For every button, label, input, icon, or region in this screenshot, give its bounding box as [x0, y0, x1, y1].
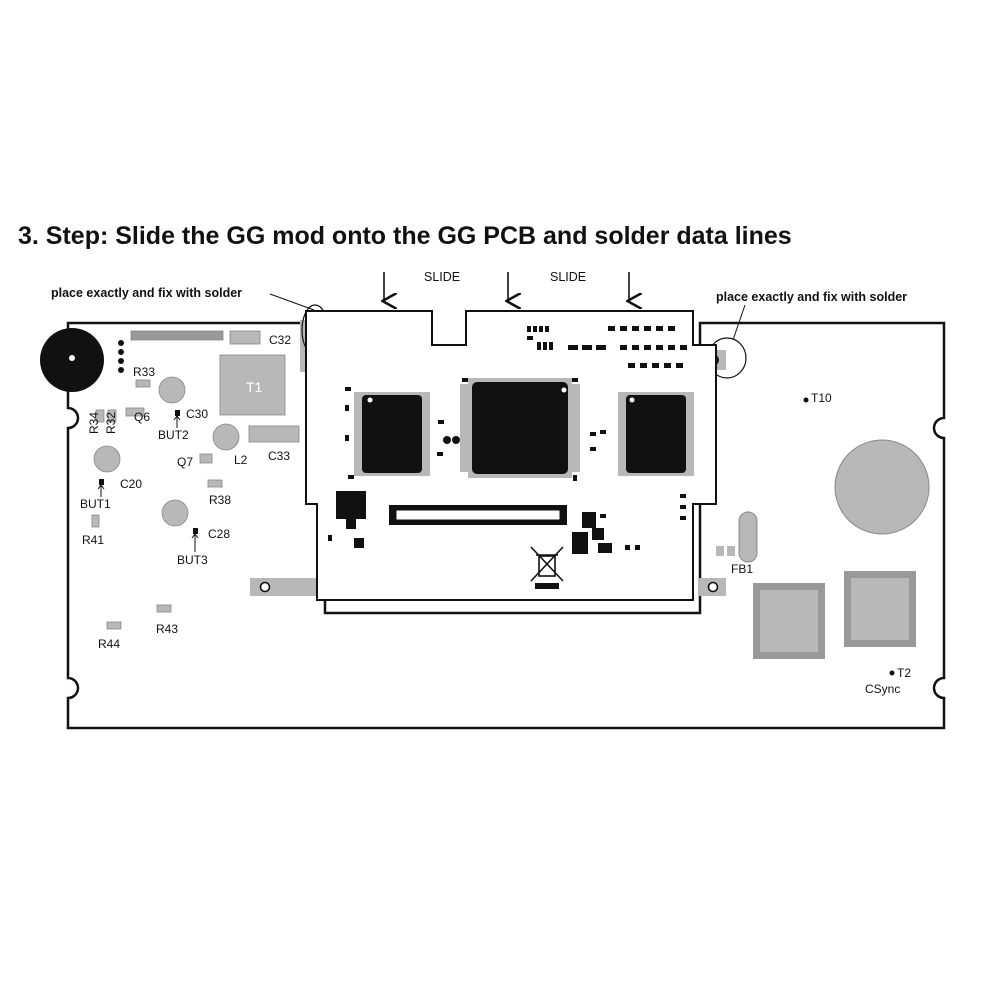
right-board-components: [716, 397, 930, 676]
label-but2: BUT2: [158, 428, 189, 442]
label-c28: C28: [208, 527, 230, 541]
label-csync: CSync: [865, 682, 900, 696]
label-r32: R32: [104, 412, 118, 434]
label-but3: BUT3: [177, 553, 208, 567]
right-chip-2: [844, 571, 916, 647]
label-fb1: FB1: [731, 562, 753, 576]
note-right-pointer: [732, 304, 746, 341]
t2-pad: [889, 670, 895, 676]
slide-label-1: SLIDE: [424, 270, 460, 284]
label-c30: C30: [186, 407, 208, 421]
label-r43: R43: [156, 622, 178, 636]
left-board-components: [91, 330, 300, 630]
voltage-regulator: [336, 491, 366, 529]
label-c32: C32: [269, 333, 291, 347]
label-r41: R41: [82, 533, 104, 547]
label-t2: T2: [897, 666, 911, 680]
label-q6: Q6: [134, 410, 150, 424]
note-left-pointer: [269, 293, 315, 311]
label-t10: T10: [811, 391, 832, 405]
round-pad: [834, 439, 930, 535]
label-c20: C20: [120, 477, 142, 491]
gg-pcb-outline: [66, 321, 946, 730]
label-l2: L2: [234, 453, 248, 467]
mod-smd-parts: [328, 326, 687, 554]
speaker-center: [69, 355, 75, 361]
mod-connector: [389, 505, 567, 525]
component-labels: C32 R33 T1 R34 R32 Q6 C30 BUT2 Q7 L2 C33…: [80, 333, 911, 696]
left-board-small-parts: [99, 410, 198, 534]
speaker-dots: [118, 340, 124, 373]
right-chip-1: [753, 583, 825, 659]
label-r44: R44: [98, 637, 120, 651]
label-t1: T1: [246, 379, 263, 395]
label-r34: R34: [87, 412, 101, 434]
label-q7: Q7: [177, 455, 193, 469]
label-c33: C33: [268, 449, 290, 463]
note-right: place exactly and fix with solder: [716, 290, 907, 304]
mounting-tab-bottom-right: [698, 578, 726, 596]
t10-pad: [803, 397, 809, 403]
label-but1: BUT1: [80, 497, 111, 511]
note-left: place exactly and fix with solder: [51, 286, 242, 300]
mod-chip-left: [354, 392, 430, 476]
label-r33: R33: [133, 365, 155, 379]
slide-label-2: SLIDE: [550, 270, 586, 284]
mod-chip-center: [460, 378, 580, 478]
mod-chip-right: [618, 392, 694, 476]
mounting-tab-bottom-left: [250, 578, 320, 596]
step-heading: 3. Step: Slide the GG mod onto the GG PC…: [18, 222, 792, 250]
slide-arrows: [384, 272, 629, 301]
label-r38: R38: [209, 493, 231, 507]
pointer-lines: [97, 415, 199, 552]
crystal: [738, 511, 758, 563]
weee-bin-icon: [530, 546, 564, 582]
gg-mod-board: [305, 310, 717, 601]
